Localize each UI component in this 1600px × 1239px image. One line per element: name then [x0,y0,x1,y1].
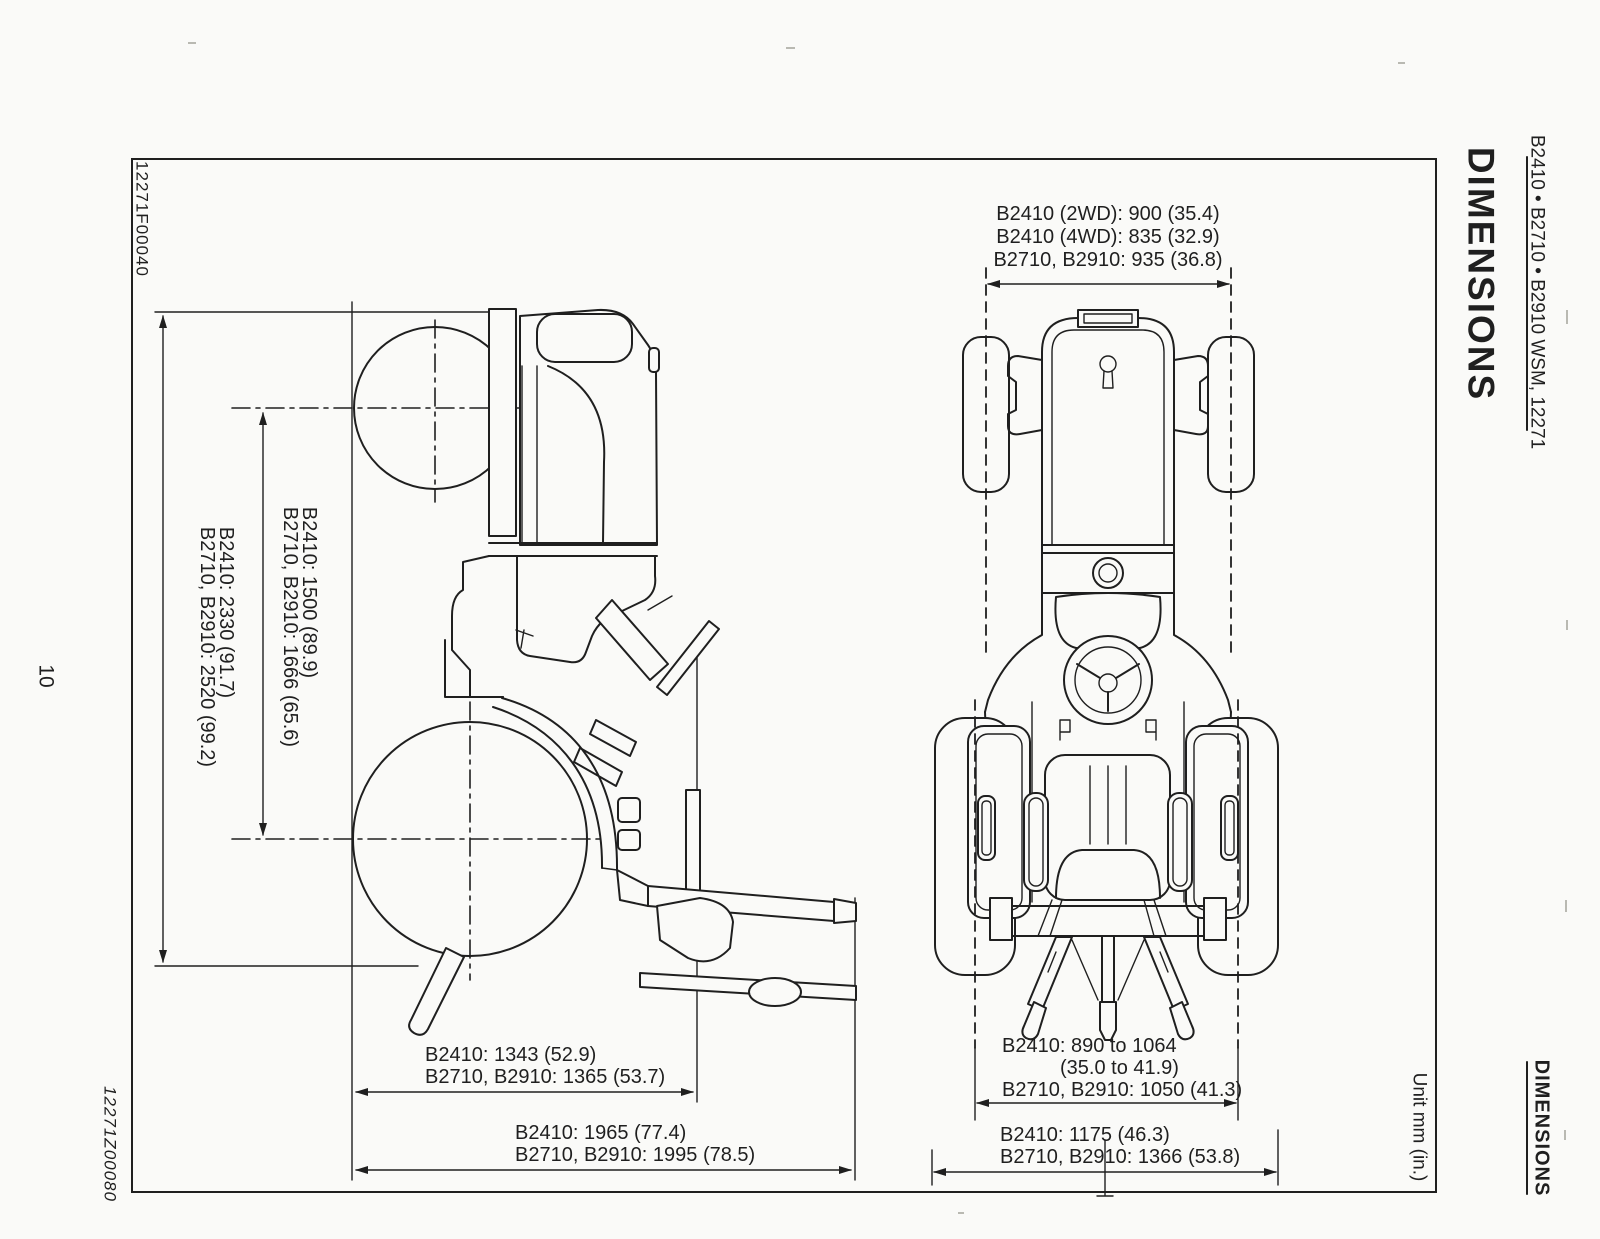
seat-top [1044,754,1171,901]
label-line: B2410: 1965 (77.4) [515,1122,687,1144]
wheelbase-label: B2410: 1500 (89.9) B2710, B2910: 1666 (6… [279,506,320,748]
steering-column [595,599,669,681]
fender-arc [501,697,619,871]
ignition-key-slot [1099,355,1117,373]
side-view-extension-lines [154,301,856,1181]
overall-length-label: B2410: 2330 (91.7) B2710, B2910: 2520 (9… [196,526,237,768]
scan-artifact [1564,1130,1566,1140]
scan-artifact [188,42,196,44]
label-line: B2410: 1175 (46.3) [1000,1124,1170,1146]
page-header: B2410 • B2710 • B2910 WSM, 12271 [1526,134,1548,450]
top-view-body [934,309,1279,1197]
scan-artifact [786,47,795,49]
steering-height-label: B2410: 1343 (52.9) B2710, B2910: 1365 (5… [425,1044,665,1088]
seat-back [589,719,637,757]
rear-tread-label: B2410: 890 to 1064 (35.0 to 41.9) B2710,… [1002,1035,1242,1101]
scan-artifact [1398,62,1405,64]
label-line: B2410: 1500 (89.9) [298,506,320,679]
figure-code-top: 12271F00040 [132,161,152,277]
hood-top [1041,317,1175,546]
side-view-dimension-lines [159,315,852,1174]
scan-artifact [1566,310,1568,324]
hitch-leg [408,947,465,1036]
lever-right [1145,719,1157,741]
steering-wheel-side [656,620,720,696]
unit-note: Unit mm (in.) [1408,1072,1430,1182]
lower-link-right [1143,936,1189,1011]
fuel-cap [1092,557,1124,589]
top-view-drawing [931,267,1279,1197]
armrest-left [1023,792,1049,892]
front-axle-left [1007,355,1043,436]
label-line: B2710, B2910: 1366 (53.8) [1000,1146,1241,1168]
front-mask [488,308,517,537]
label-line: B2410: 2330 (91.7) [215,526,237,699]
label-line: B2710, B2910: 1365 (53.7) [425,1066,666,1088]
lower-link-left [1027,936,1073,1011]
rops-cap [833,898,857,924]
label-line: B2710, B2910: 935 (36.8) [993,249,1223,271]
wheel-centerlines [231,319,601,981]
steering-wheel-top [1063,635,1153,725]
armrest-right [1167,792,1193,892]
fender-handle-right [1220,795,1239,861]
page-title: DIMENSIONS [1460,146,1502,402]
label-line: B2410 (2WD): 900 (35.4) [996,203,1220,225]
figure-frame [131,158,1437,1193]
page-footer: DIMENSIONS [1530,1059,1553,1197]
fender-handle-left [977,795,996,861]
label-line: B2410: 1343 (52.9) [425,1044,597,1066]
label-line: B2710, B2910: 1050 (41.3) [1002,1079,1243,1101]
scan-artifact [958,1212,964,1214]
overall-width-label: B2410: 1175 (46.3) B2710, B2910: 1366 (5… [1000,1124,1240,1168]
hood-scoop [536,313,633,363]
overall-height-label: B2410: 1965 (77.4) B2710, B2910: 1995 (7… [515,1122,755,1166]
figure-code-bottom: 12271Z00080 [100,1086,120,1202]
label-line: B2710, B2910: 1666 (65.6) [279,506,301,748]
dash-panel [1054,592,1162,649]
label-line: B2710, B2910: 1995 (78.5) [515,1144,756,1166]
label-line: B2410: 890 to 1064 [1002,1035,1177,1057]
lever-left [1059,719,1071,741]
side-view-drawing [154,301,857,1181]
three-point-hitch [1021,936,1195,1197]
scan-artifact [1565,900,1567,912]
front-tread-label: B2410 (2WD): 900 (35.4) B2410 (4WD): 835… [958,203,1258,272]
label-line: B2710, B2910: 2520 (99.2) [196,526,218,768]
lower-link-bar [639,972,857,1001]
label-line: (35.0 to 41.9) [1060,1057,1179,1079]
page-number: 10 [34,664,58,688]
seat-cushion [573,747,623,787]
cowl [516,555,657,664]
front-axle-right [1173,355,1209,436]
scan-artifact [1566,620,1568,630]
running-board [444,639,504,698]
label-line: B2410 (4WD): 835 (32.9) [996,226,1220,248]
side-view-body [408,308,857,1036]
